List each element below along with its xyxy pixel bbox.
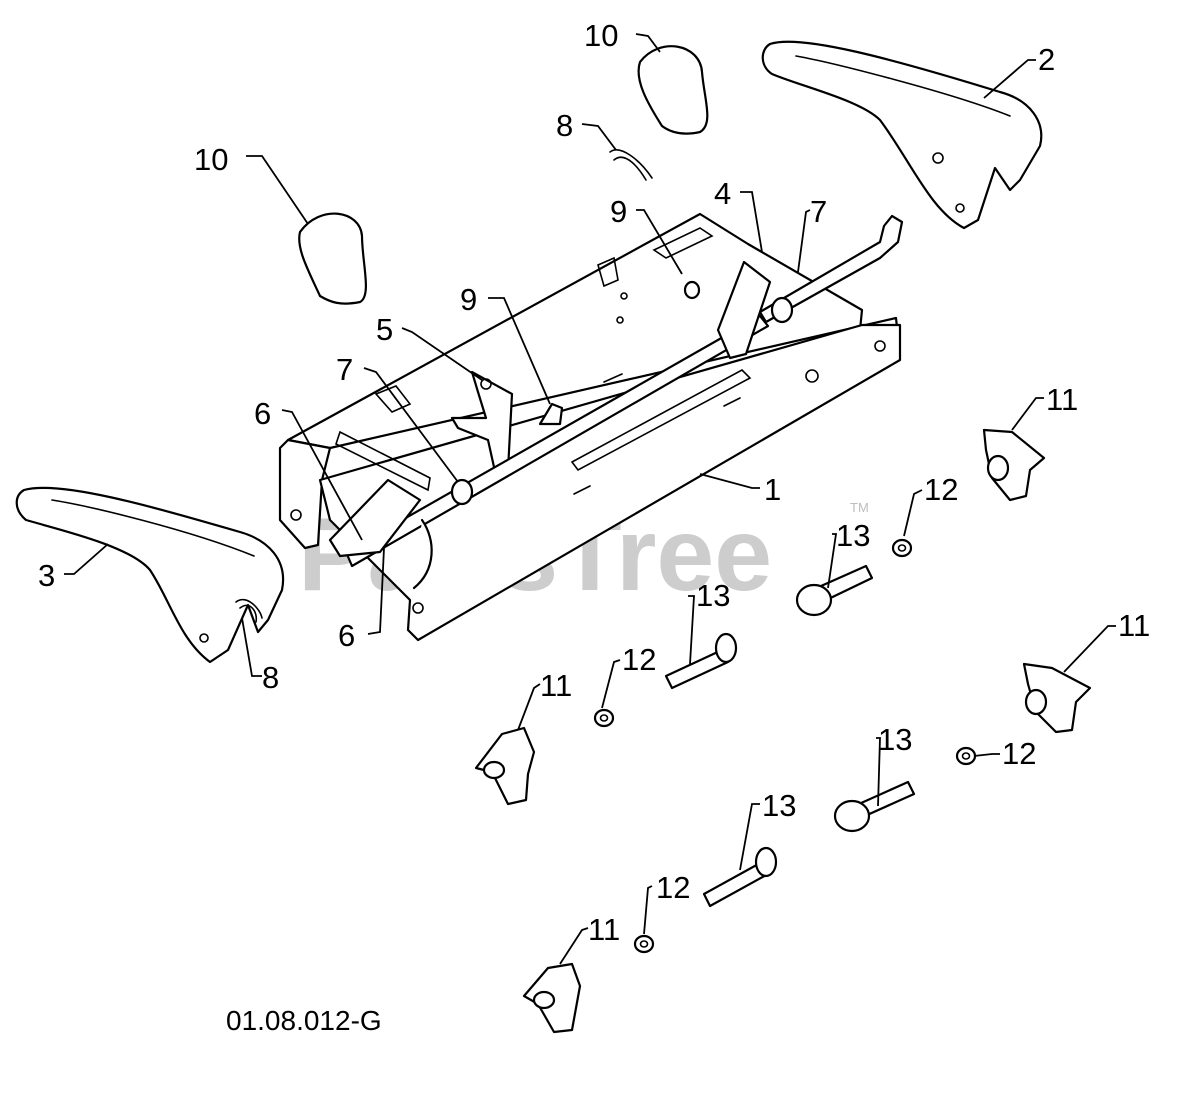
part-7-bushing-front bbox=[450, 478, 474, 506]
callout-13-b: 13 bbox=[696, 578, 730, 613]
callout-11-c: 11 bbox=[540, 668, 572, 703]
part-6-spring bbox=[412, 518, 433, 590]
part-10-knob-left bbox=[298, 212, 367, 305]
part-11-knob-c bbox=[474, 726, 536, 806]
callout-12-b: 12 bbox=[622, 642, 656, 677]
callout-7-rear: 7 bbox=[810, 194, 827, 229]
callout-11-b: 11 bbox=[1118, 608, 1150, 643]
part-5-bracket bbox=[450, 370, 514, 478]
callout-13-d: 13 bbox=[762, 788, 796, 823]
callout-10-left: 10 bbox=[194, 142, 228, 177]
part-12-washers bbox=[593, 538, 977, 954]
part-9-pin-rear bbox=[683, 280, 701, 300]
callout-13-c: 13 bbox=[878, 722, 912, 757]
watermark-trademark: TM bbox=[850, 500, 869, 515]
part-9-pin-front bbox=[538, 402, 564, 426]
part-11-knob-a bbox=[982, 428, 1046, 502]
callout-6-lower: 6 bbox=[338, 618, 355, 653]
callout-7-front: 7 bbox=[336, 352, 353, 387]
part-11-knob-d bbox=[522, 962, 582, 1034]
shaft-front bbox=[344, 314, 770, 568]
part-6-lever bbox=[328, 478, 422, 558]
callout-9-front: 9 bbox=[460, 282, 477, 317]
part-11-knob-b bbox=[1022, 662, 1092, 734]
callout-11-d: 11 bbox=[588, 912, 620, 947]
part-8-clip-top bbox=[609, 149, 653, 181]
callouts: 10 10 2 8 9 4 7 9 5 7 6 1 11 12 13 3 6 8… bbox=[38, 18, 1150, 947]
part-7-bushing-rear bbox=[770, 296, 794, 324]
part-3-handle bbox=[15, 486, 285, 664]
drawing-code: 01.08.012-G bbox=[226, 1005, 382, 1036]
callout-6-upper: 6 bbox=[254, 396, 271, 431]
part-10-knob-top bbox=[637, 45, 709, 135]
callout-2: 2 bbox=[1038, 42, 1055, 77]
callout-3: 3 bbox=[38, 558, 55, 593]
part-4-lever bbox=[716, 260, 772, 360]
callout-5: 5 bbox=[376, 312, 393, 347]
shaft-rear bbox=[758, 214, 904, 324]
callout-12-d: 12 bbox=[656, 870, 690, 905]
callout-11-a: 11 bbox=[1046, 382, 1078, 417]
callout-12-c: 12 bbox=[1002, 736, 1036, 771]
callout-12-a: 12 bbox=[924, 472, 958, 507]
part-2-handle bbox=[761, 40, 1043, 230]
callout-9-rear: 9 bbox=[610, 194, 627, 229]
callout-1: 1 bbox=[764, 472, 781, 507]
callout-8-top: 8 bbox=[556, 108, 573, 143]
callout-10-top: 10 bbox=[584, 18, 618, 53]
part-8-clip-front bbox=[235, 598, 263, 623]
leader-lines bbox=[64, 33, 1116, 965]
part-13-bolts bbox=[664, 564, 916, 908]
callout-4: 4 bbox=[714, 176, 731, 211]
callout-8-front: 8 bbox=[262, 660, 279, 695]
callout-13-a: 13 bbox=[836, 518, 870, 553]
part-5-hole bbox=[480, 378, 492, 390]
